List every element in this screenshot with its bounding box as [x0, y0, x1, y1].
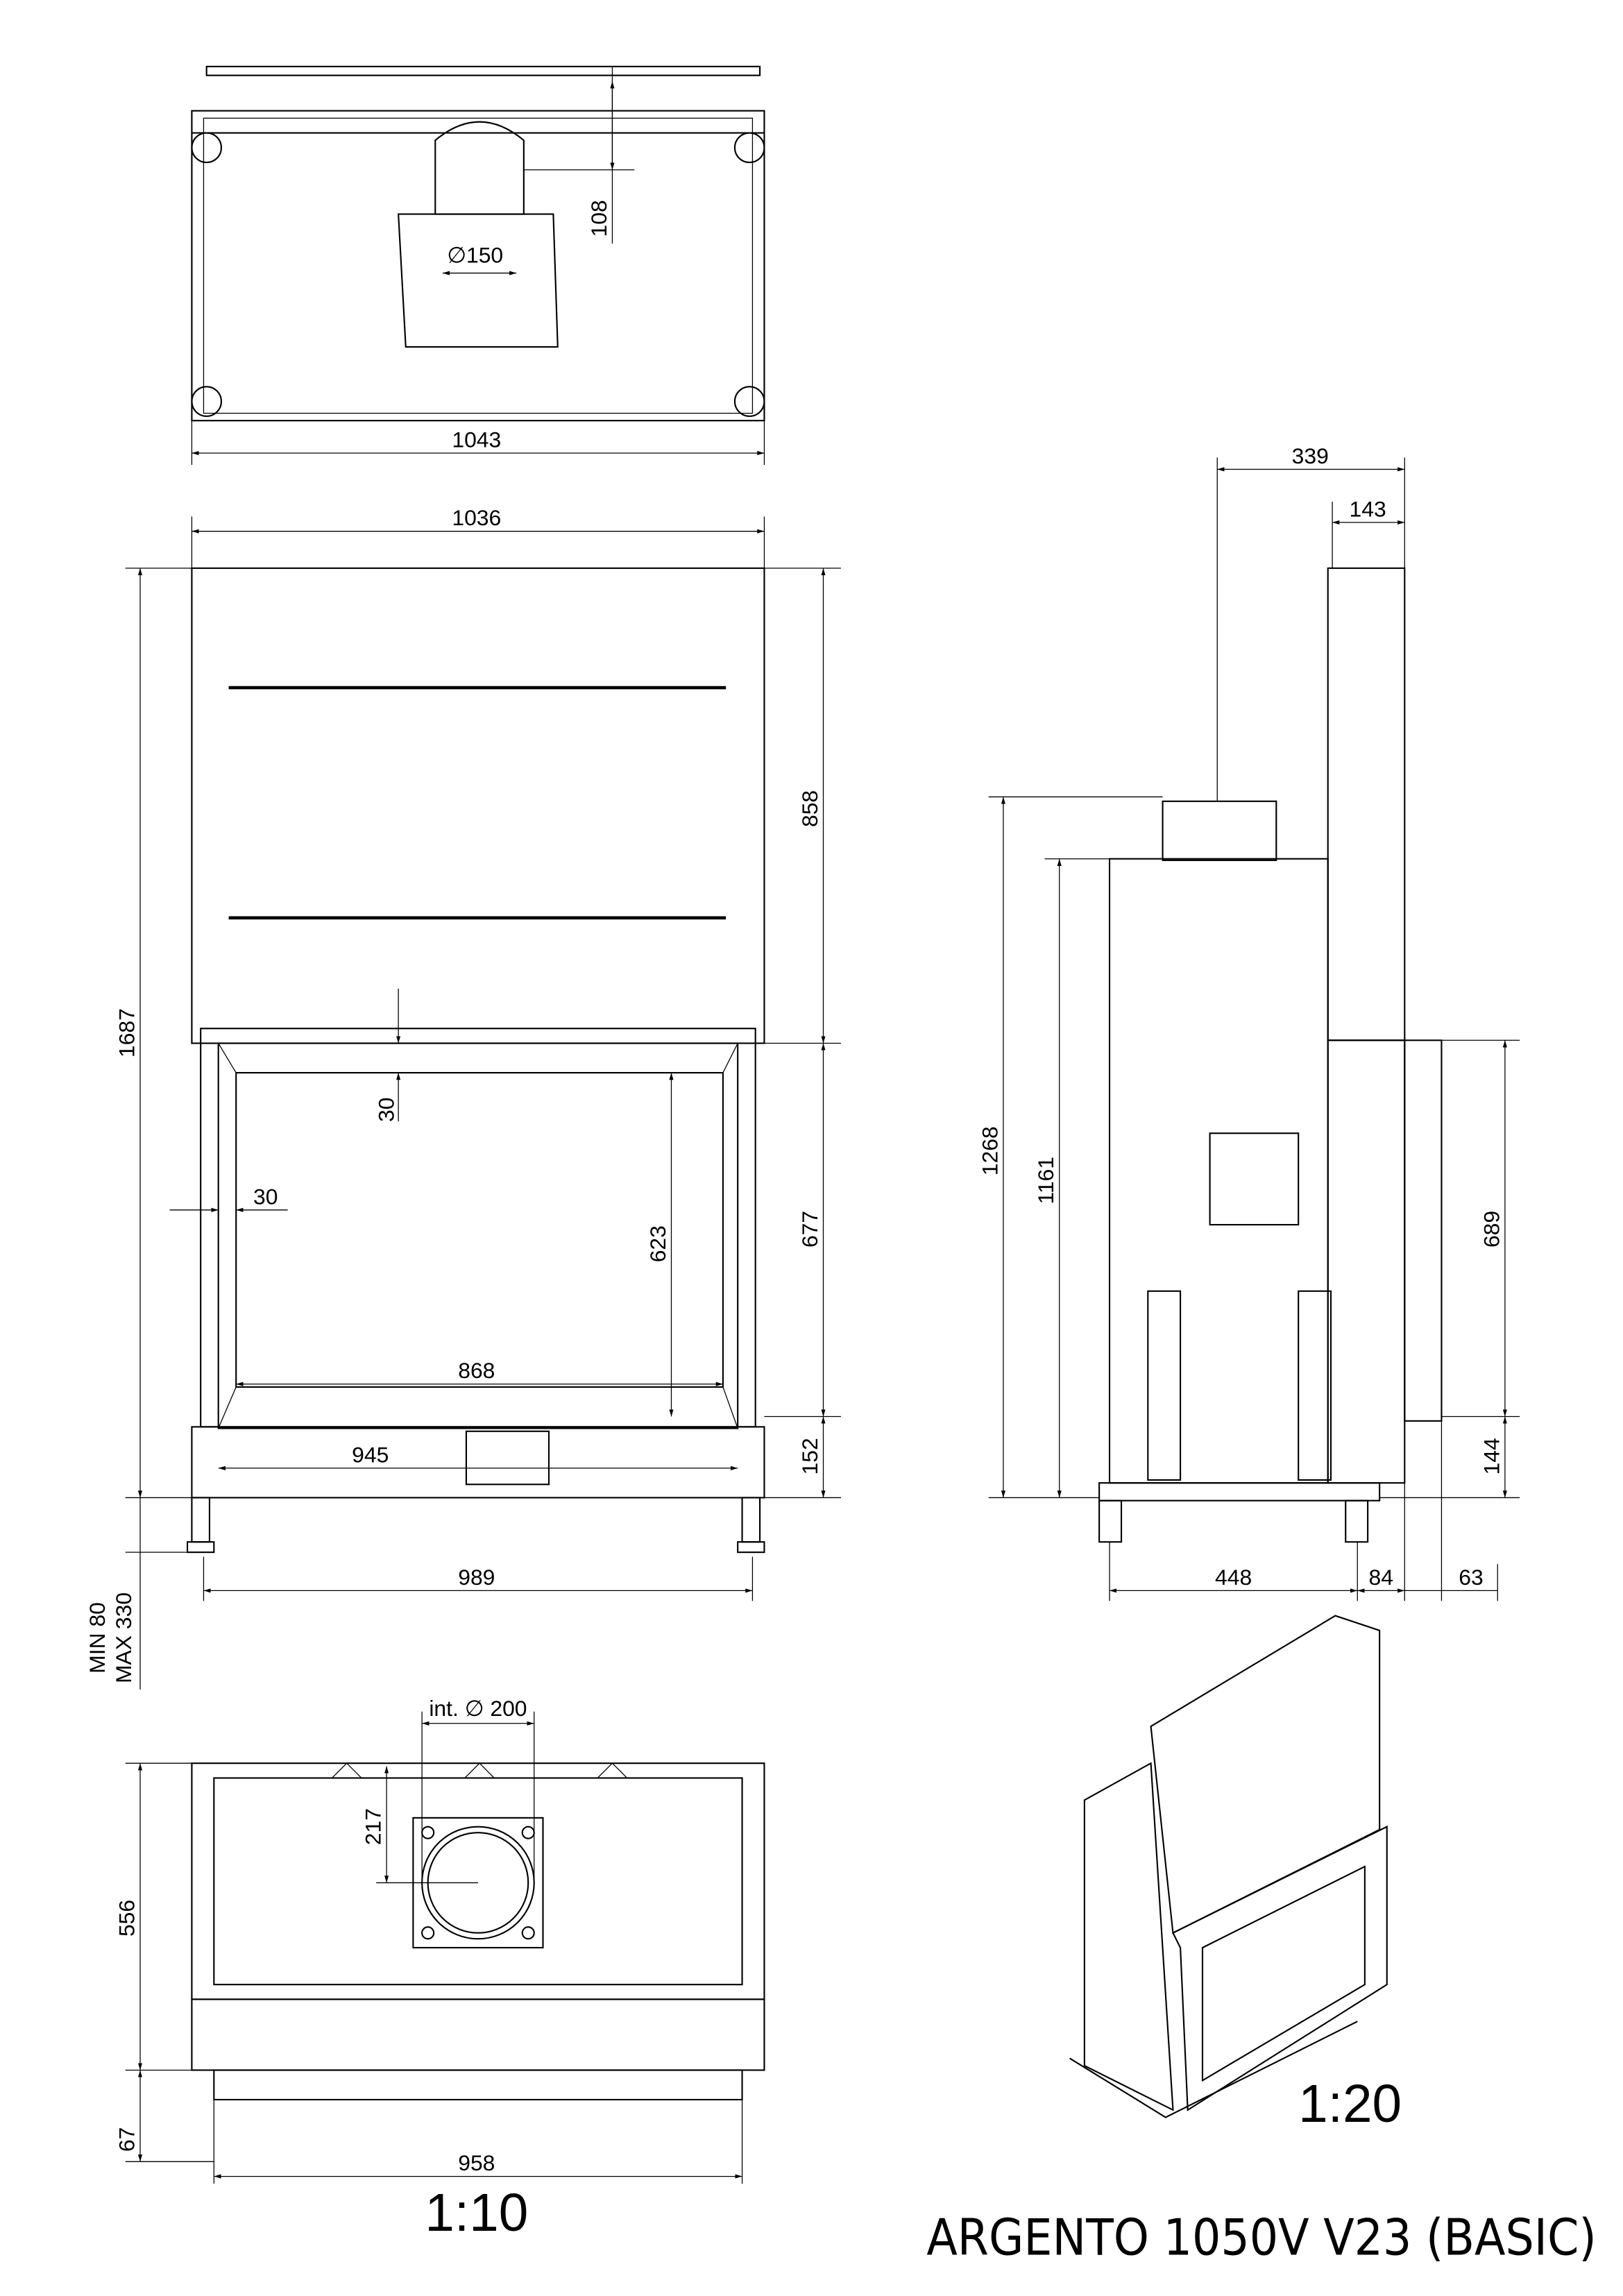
dim-flue-diameter: ∅150 — [447, 243, 503, 268]
dim-side-689: 689 — [1479, 1211, 1504, 1248]
feet-min-label: MIN 80 — [85, 1602, 110, 1674]
dim-front-868: 868 — [458, 1358, 495, 1383]
dim-bottom-outlet: int. ∅ 200 — [429, 1696, 527, 1721]
dim-front-30-top: 30 — [374, 1097, 399, 1121]
dim-front-989: 989 — [458, 1565, 495, 1590]
dim-side-144: 144 — [1479, 1438, 1504, 1474]
dim-bottom-67: 67 — [114, 2127, 139, 2152]
side-view: 339 143 1268 1161 689 144 448 84 63 — [977, 443, 1520, 1601]
dim-front-677: 677 — [797, 1211, 822, 1248]
dim-front-1036: 1036 — [452, 505, 501, 530]
dim-front-858: 858 — [797, 790, 822, 827]
isometric-view: 1:20 — [1069, 1615, 1402, 2134]
dim-side-448: 448 — [1215, 1565, 1252, 1590]
dim-bottom-556: 556 — [114, 1900, 139, 1937]
top-view: ∅150 108 1043 — [191, 65, 765, 465]
dim-front-152: 152 — [797, 1438, 822, 1474]
dim-side-63: 63 — [1459, 1565, 1483, 1590]
scale-label-iso: 1:20 — [1298, 2075, 1402, 2134]
feet-max-label: MAX 330 — [111, 1592, 136, 1683]
dim-bottom-958: 958 — [458, 2150, 495, 2175]
dim-bottom-217: 217 — [361, 1808, 386, 1845]
drawing-title: ARGENTO 1050V V23 (BASIC) — [926, 2209, 1596, 2267]
dim-top-1043: 1043 — [452, 427, 501, 452]
dim-side-84: 84 — [1369, 1565, 1393, 1590]
front-view: 1036 1687 858 677 152 30 30 623 868 945 … — [85, 505, 842, 1690]
corner-foot-icons — [191, 132, 765, 417]
scale-label-main: 1:10 — [425, 2184, 528, 2243]
bottom-view: int. ∅ 200 217 556 67 958 1:10 — [114, 1696, 765, 2243]
dim-side-1268: 1268 — [977, 1126, 1002, 1175]
dim-side-339: 339 — [1292, 443, 1329, 468]
dim-top-108: 108 — [586, 200, 611, 237]
dim-side-143: 143 — [1350, 496, 1386, 521]
dim-side-1161: 1161 — [1033, 1157, 1058, 1205]
dim-front-30-side: 30 — [253, 1184, 278, 1209]
dim-front-945: 945 — [352, 1442, 389, 1467]
dim-front-623: 623 — [645, 1225, 670, 1262]
dim-front-1687: 1687 — [114, 1008, 139, 1057]
